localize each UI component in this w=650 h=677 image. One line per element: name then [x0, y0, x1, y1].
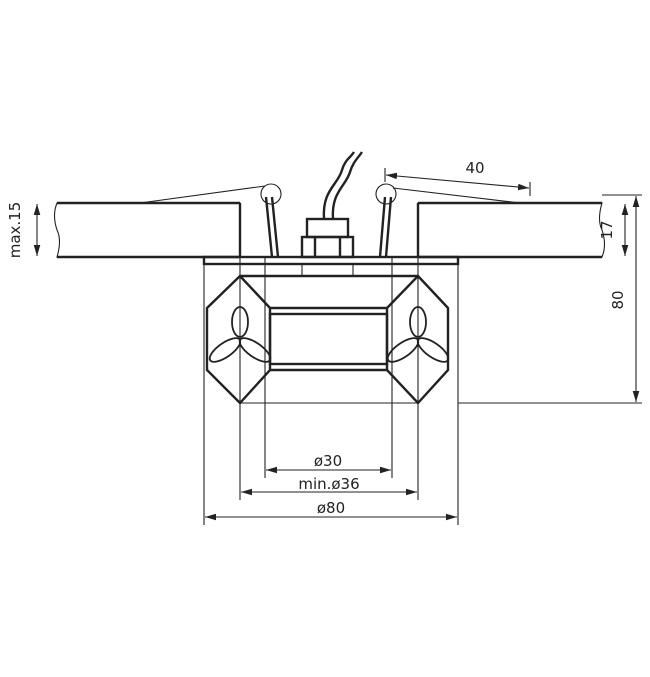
lamp-body [205, 274, 450, 405]
extension-lines [203, 168, 642, 525]
ceiling-left [53, 201, 242, 259]
dim-max-thickness: max.15 [6, 202, 24, 259]
wires [322, 151, 363, 220]
dim-outer-diameter: ø80 [317, 499, 345, 517]
springs [139, 183, 521, 258]
dimension-lines [33, 172, 640, 521]
dim-cutout-diameter: min.ø36 [298, 475, 359, 493]
ceiling-right [416, 201, 606, 259]
dim-spring-length: 40 [465, 159, 484, 177]
dim-flange-height: 17 [598, 220, 616, 239]
dim-inner-diameter: ø30 [314, 452, 342, 470]
nut [300, 217, 355, 277]
dim-total-height: 80 [609, 290, 627, 309]
